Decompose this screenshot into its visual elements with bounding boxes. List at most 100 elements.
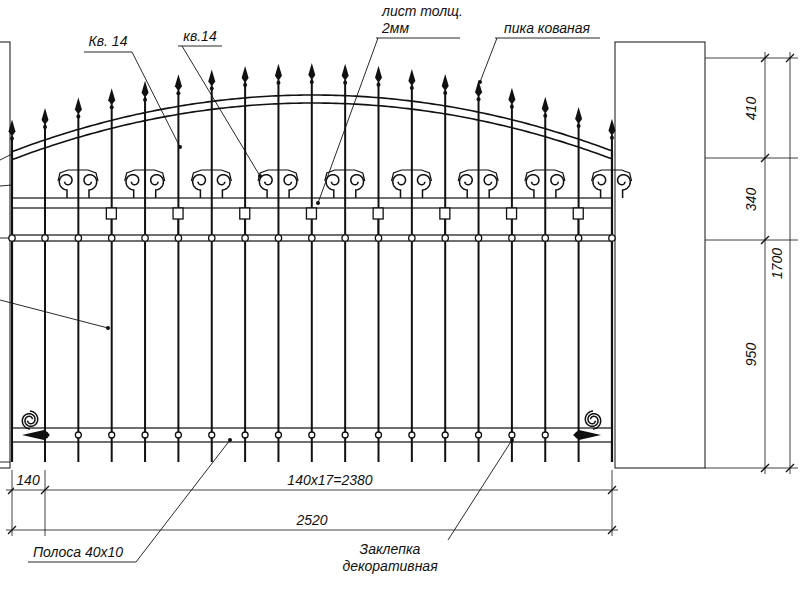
- part-label: Кв. 14: [87, 33, 130, 50]
- c-scroll: [193, 175, 206, 198]
- leader-dot: [510, 438, 514, 442]
- flat-rail: [12, 235, 612, 241]
- rivet: [109, 235, 115, 241]
- rivet: [409, 235, 415, 241]
- frame-post: [11, 150, 13, 462]
- picket-bar: [77, 198, 79, 208]
- c-scroll: [417, 175, 430, 198]
- spike-collar: [543, 114, 547, 118]
- scroll-arch: [191, 170, 231, 181]
- part-label: пика кованая: [502, 20, 592, 37]
- flat-rail: [12, 198, 612, 208]
- rivet: [175, 235, 181, 241]
- part-label: кв.14: [181, 28, 218, 45]
- extension-line: [705, 240, 798, 241]
- end-scroll: [25, 411, 38, 426]
- forged-spike: [408, 69, 415, 86]
- picket-bar: [244, 198, 246, 208]
- scroll-arch: [458, 170, 498, 181]
- sheet-plate: [440, 208, 450, 219]
- forged-spike: [475, 80, 482, 97]
- rivet: [342, 432, 348, 438]
- spike-collar: [310, 80, 314, 84]
- picket-bar: [311, 198, 313, 208]
- dimension-line: [6, 530, 618, 531]
- picket-bar: [277, 198, 279, 208]
- picket-bar: [578, 123, 580, 462]
- c-scroll: [151, 175, 164, 198]
- forged-spike: [42, 108, 49, 125]
- forged-spike: [9, 120, 16, 137]
- picket-bar: [544, 198, 546, 208]
- picket-bar: [478, 198, 480, 208]
- forged-spike: [308, 63, 315, 80]
- picket-bar: [344, 198, 346, 208]
- picket-bar: [244, 82, 246, 462]
- picket-bar: [44, 124, 46, 462]
- part-label: Заклепка декоративная: [332, 541, 448, 575]
- picket-bar: [211, 85, 213, 462]
- plate-stem: [511, 219, 512, 235]
- picket-bar: [611, 135, 613, 462]
- plate-stem: [244, 219, 245, 235]
- c-scroll: [593, 175, 606, 198]
- c-scroll: [326, 175, 339, 198]
- plate-stem: [177, 219, 178, 235]
- leader-line: [0, 154, 12, 160]
- extension-line: [705, 58, 798, 59]
- extension-line: [12, 470, 13, 536]
- plate-stem: [444, 219, 445, 235]
- dimension-tick: [41, 486, 49, 494]
- forged-spike: [242, 66, 249, 83]
- picket-bar: [77, 113, 79, 462]
- picket-bar: [444, 198, 446, 208]
- dimension-tick: [761, 236, 769, 244]
- scroll-arch: [525, 170, 565, 181]
- spike-collar: [243, 83, 247, 87]
- sheet-plate: [373, 208, 383, 219]
- picket-bar: [578, 198, 580, 208]
- plate-stem: [578, 219, 579, 235]
- rivet: [509, 235, 515, 241]
- c-scroll: [551, 175, 564, 198]
- dimension-value: 2520: [294, 512, 329, 529]
- rivet: [475, 235, 481, 241]
- forged-spike: [75, 97, 82, 114]
- picket-bar: [11, 428, 13, 442]
- picket-bar: [211, 198, 213, 208]
- forged-spike: [608, 119, 615, 136]
- rivet: [242, 235, 248, 241]
- rivet: [209, 235, 215, 241]
- picket-bar: [11, 136, 13, 462]
- picket-bar: [478, 96, 480, 462]
- dimension-value: 140: [14, 472, 41, 489]
- end-leaf: [22, 430, 50, 440]
- spike-collar: [110, 105, 114, 109]
- leader-line: [0, 238, 9, 239]
- end-leaf: [573, 430, 601, 440]
- left-post: [0, 42, 10, 468]
- picket-bar: [378, 82, 380, 462]
- forged-spike: [175, 74, 182, 91]
- picket-bar: [11, 198, 13, 208]
- dimension-line: [790, 52, 791, 474]
- spike-collar: [610, 136, 614, 140]
- c-scroll: [284, 175, 297, 198]
- leader-line: [318, 38, 378, 203]
- extension-line: [705, 468, 798, 469]
- spike-collar: [10, 137, 14, 141]
- extension-line: [612, 470, 613, 536]
- c-scroll: [351, 175, 364, 198]
- forged-spike: [575, 107, 582, 124]
- dimension-tick: [608, 526, 616, 534]
- rivet: [9, 235, 15, 241]
- spike-collar: [76, 114, 80, 118]
- rivet: [509, 432, 515, 438]
- picket-bar: [411, 85, 413, 462]
- rivet: [275, 235, 281, 241]
- leader-dot: [178, 145, 182, 149]
- c-scroll: [126, 175, 139, 198]
- rivet: [575, 235, 581, 241]
